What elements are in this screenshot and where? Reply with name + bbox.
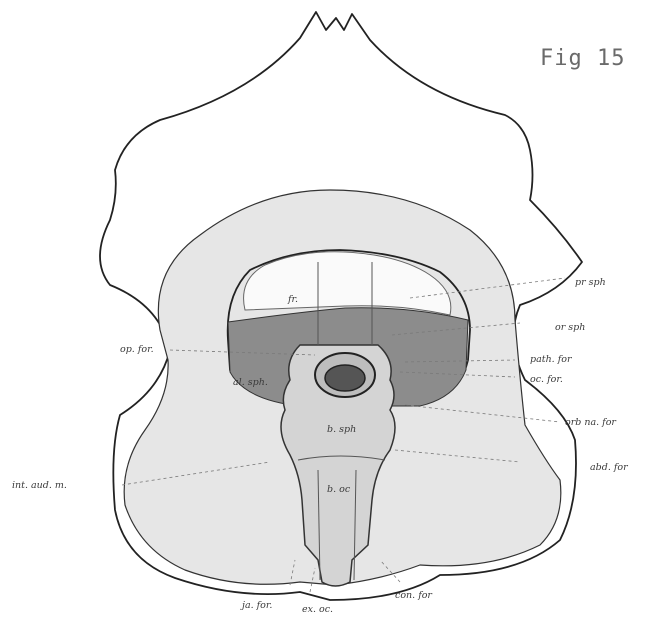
label-int-aud-m: int. aud. m.: [12, 480, 67, 491]
label-b-sph: b. sph: [327, 424, 356, 435]
label-b-oc: b. oc: [327, 484, 351, 495]
label-abd-for: abd. for: [590, 462, 629, 473]
label-fr: fr.: [287, 294, 298, 305]
label-path-for: path. for: [530, 354, 573, 365]
label-op-for: op. for.: [120, 344, 154, 355]
label-or-sph: or sph: [555, 322, 585, 333]
label-orb-na-for: orb na. for: [565, 417, 617, 428]
label-ja-for: ja. for.: [240, 600, 272, 611]
label-al-sph: al. sph.: [233, 377, 268, 388]
figure-title: Fig 15: [540, 46, 625, 71]
label-pr-sph: pr sph: [575, 277, 606, 288]
label-oc-for: oc. for.: [530, 374, 563, 385]
pituitary-fossa: [325, 365, 365, 391]
label-ex-oc: ex. oc.: [302, 604, 333, 615]
label-con-for: con. for: [395, 590, 433, 601]
